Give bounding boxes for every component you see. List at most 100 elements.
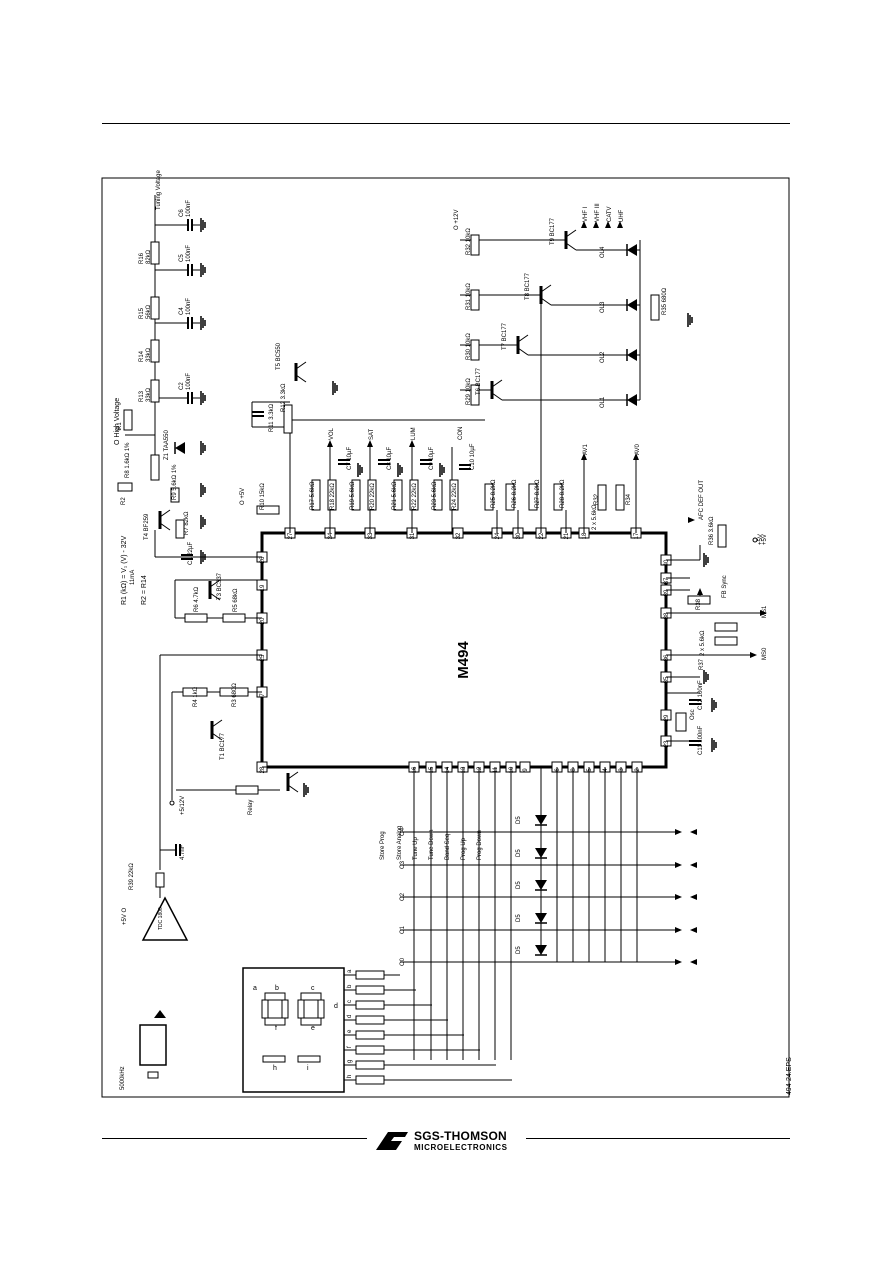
segment-pin-label: a [347, 969, 353, 973]
resistor-out2-1 [367, 479, 377, 511]
band-led-1 [627, 349, 637, 361]
band-led-3 [627, 244, 637, 256]
footer-rule-left [102, 1138, 367, 1139]
band-led-label: OL4 [600, 246, 606, 258]
cap-ref: C4 [179, 307, 185, 315]
scan-arrow [690, 959, 697, 965]
resistor-r3 [219, 687, 249, 697]
t1-transistor [211, 719, 223, 728]
ic-label: M494 [455, 641, 472, 679]
st-logo-icon [376, 1132, 408, 1150]
segment-resistor-0 [355, 970, 385, 980]
pin-right-35-label: 35 [664, 676, 670, 683]
segment-i: i [307, 1065, 309, 1072]
pin-bottom-9 [519, 761, 531, 773]
resistor-ms-b [714, 636, 738, 646]
resistor-r9 [170, 487, 180, 503]
resistor-r6 [184, 613, 208, 623]
st-logo [372, 1128, 522, 1154]
resistor-r15 [150, 296, 160, 320]
ground-icon [200, 441, 206, 455]
components [117, 218, 767, 1085]
segment-pin-label: g [347, 1060, 353, 1063]
oscillator [675, 712, 687, 732]
c10-label: C10 10µF [470, 443, 476, 470]
pin-top-30-label: 30 [516, 532, 522, 539]
resistor-value: 33kΩ [146, 347, 152, 362]
band-transistor-t7 [517, 347, 529, 356]
pin-right-38-label: 38 [664, 612, 670, 619]
band-transistor-label: T6 BC177 [476, 367, 482, 395]
segment-resistor-7 [355, 1075, 385, 1085]
resistor-value: 56kΩ [146, 304, 152, 319]
analog-res2-label: R18 22kΩ [330, 483, 336, 510]
cap-value: 100nF [186, 245, 192, 262]
segment-resistor-3 [355, 1015, 385, 1025]
ground-icon [703, 670, 709, 684]
ground-icon [200, 316, 206, 330]
relay-driver [287, 771, 299, 780]
key-label: Band Seq [445, 834, 451, 860]
band-res-label: R27 8.2kΩ [535, 479, 541, 508]
av0-label: AV0 [635, 443, 641, 455]
c1-label: C1 22µF [188, 542, 194, 565]
supply-terminal [752, 537, 758, 543]
resistor-t8 [470, 289, 480, 311]
band-arrow [605, 221, 611, 228]
av1-label: AV1 [583, 443, 589, 455]
resistor-r7 [175, 519, 185, 539]
band-transistor-res: R30 10kΩ [466, 333, 472, 360]
band-label: VHF I [583, 206, 589, 222]
band-transistor-label: T7 BC177 [502, 322, 508, 350]
key-label: Store Prog [380, 831, 386, 860]
ground-icon [357, 463, 363, 477]
t5-transistor [295, 374, 307, 383]
analog-cap-label: C9 10µF [429, 447, 435, 470]
pin-left-7-label: 7 [260, 693, 266, 697]
t4-transistor [159, 522, 171, 531]
t4-label: T4 BF259 [144, 513, 150, 540]
r5k6-label: 2 x 5.6kΩ [700, 630, 706, 656]
t3-label: T3 BC337 [217, 572, 223, 600]
segment-a: a [253, 985, 257, 992]
band-transistor-t6 [491, 392, 503, 401]
band-led-label: OL2 [600, 351, 606, 363]
resistor-r1 [123, 409, 133, 431]
ms1-arrow [760, 610, 767, 616]
analog-res-label: R21 5.6kΩ [392, 481, 398, 510]
segment-pin-label: b [347, 984, 353, 988]
scan-arrow [690, 862, 697, 868]
resistor-out-1 [351, 479, 361, 511]
band-transistor-t9 [565, 229, 577, 238]
segment-d: d [334, 1003, 338, 1010]
resistor-r16 [150, 241, 160, 265]
band-led-0 [627, 394, 637, 406]
output-arrow [367, 440, 373, 447]
r1-label: R1 [117, 422, 123, 430]
ms1-label: MS1 [762, 605, 768, 618]
resistor-ref: R14 [139, 350, 145, 362]
resistor-ref: R15 [139, 307, 145, 319]
band-transistor-label: T9 BC177 [550, 217, 556, 245]
pin-bottom-10-label: 10 [509, 766, 515, 773]
av0-arrow [633, 453, 639, 460]
band-label: VHF III [595, 203, 601, 222]
fb-arrow [697, 588, 703, 595]
pin-bottom-2-label: 2 [635, 768, 641, 772]
ground-icon [439, 463, 445, 477]
analog-res2-label: R22 22kΩ [412, 483, 418, 510]
tuning-voltage-label: Tuning Voltage [156, 170, 162, 210]
pin-right-23-label: 23 [664, 740, 670, 747]
output-arrow [409, 440, 415, 447]
ms0-label: MS0 [762, 647, 768, 660]
ground-icon [703, 553, 709, 567]
resistor-r5 [222, 613, 246, 623]
display-box [242, 967, 345, 1093]
schematic-frame [101, 177, 790, 1098]
supply-5v-label: O +5V [240, 488, 246, 505]
band-arrow [593, 221, 599, 228]
ground-icon [711, 698, 717, 712]
segment-pin-label: f [347, 1046, 353, 1048]
